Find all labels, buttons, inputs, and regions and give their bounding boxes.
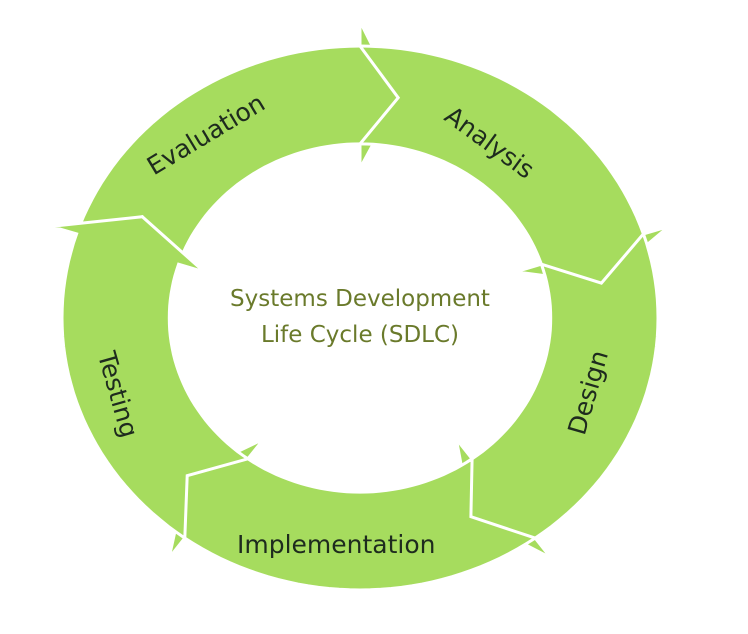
arrow-segment-implementation (167, 437, 539, 592)
arrow-segment-evaluation (74, 20, 400, 268)
arrow-segment-analysis (356, 44, 670, 285)
center-title-line2: Life Cycle (SDLC) (260, 322, 460, 348)
arrow-segment-design (454, 230, 660, 560)
phase-label-implementation: Implementation (237, 530, 436, 559)
arrow-segment-testing (50, 215, 252, 541)
center-title-line1: Systems Development (230, 286, 490, 312)
